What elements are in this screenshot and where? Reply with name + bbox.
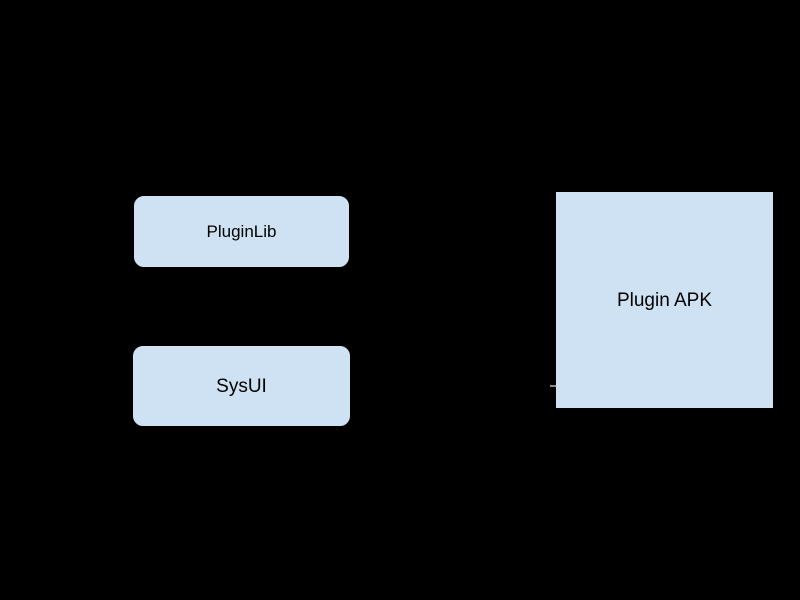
node-plugin-apk: Plugin APK — [555, 191, 774, 409]
node-sysui-label: SysUI — [216, 375, 267, 397]
node-pluginlib: PluginLib — [133, 195, 350, 268]
arrow-tip-artifact — [550, 385, 556, 387]
node-plugin-apk-label: Plugin APK — [616, 289, 713, 311]
node-sysui: SysUI — [132, 345, 351, 427]
node-pluginlib-label: PluginLib — [206, 222, 277, 241]
